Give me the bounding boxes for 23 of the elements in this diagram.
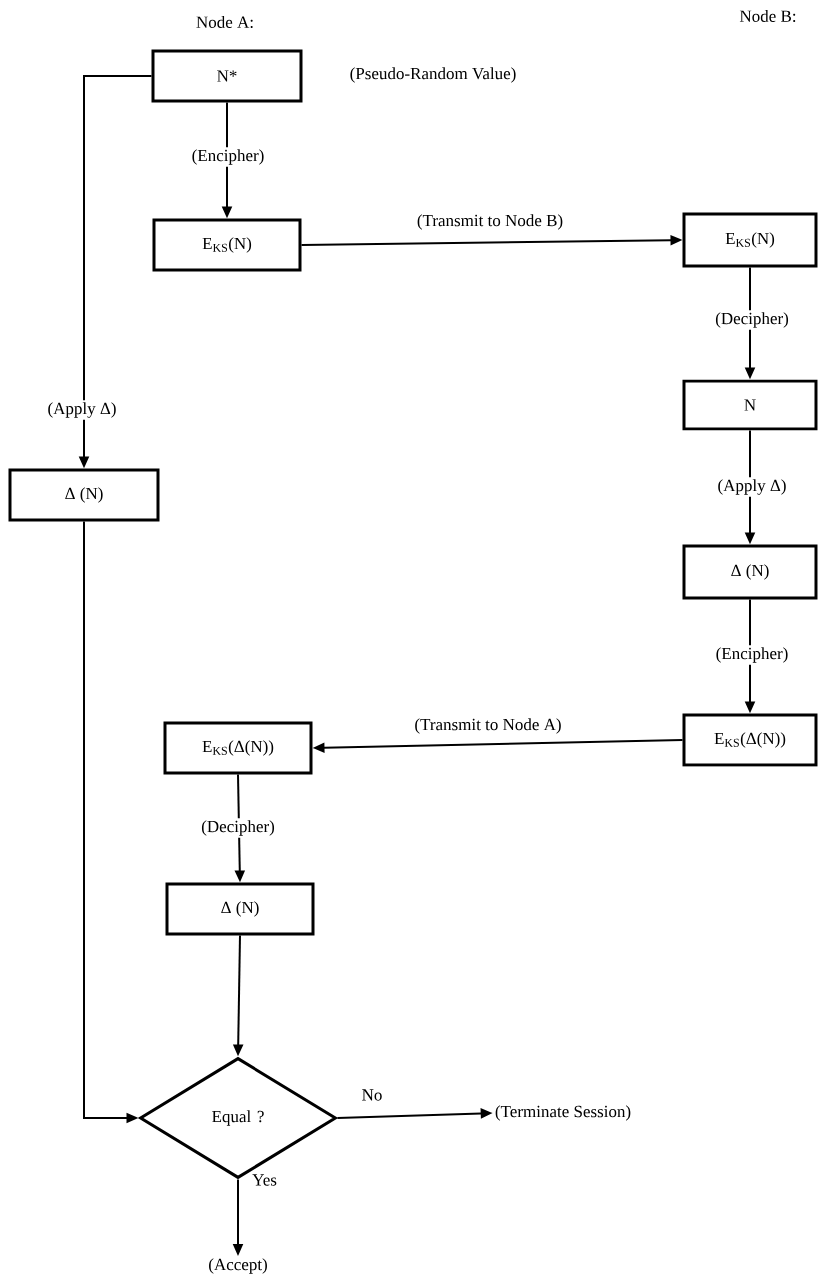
process-box: E$_{KS}$(Δ(N)) [682, 713, 818, 767]
edge-label: (Decipher) [199, 818, 277, 838]
edge-label: (Decipher) [713, 310, 791, 330]
process-box: E$_{KS}$(Δ(N)) [163, 721, 313, 775]
process-box: N [682, 379, 818, 431]
edge-label: (Transmit to Node A) [415, 718, 561, 734]
end-text: (Terminate Session) [495, 1105, 631, 1121]
edge-label: (Encipher) [189, 147, 267, 167]
edge-label: (Apply Δ) [45, 400, 119, 420]
edge-label: No [362, 1089, 382, 1101]
process-box: E$_{KS}$(N) [682, 212, 818, 268]
edge-label: (Apply Δ) [715, 477, 789, 497]
heading-text: Node B: [739, 10, 796, 22]
process-box: Δ (N) [8, 468, 160, 522]
process-box: Δ (N) [165, 882, 315, 936]
process-box: N* [151, 49, 303, 103]
process-box: E$_{KS}$(N) [152, 218, 302, 272]
note-text: (Pseudo-Random Value) [350, 67, 516, 83]
edge-label: (Encipher) [713, 645, 791, 665]
heading-text: Node A: [196, 16, 253, 28]
process-box: Δ (N) [682, 544, 818, 600]
end-text: (Accept) [209, 1258, 267, 1274]
edge-label: (Transmit to Node B) [417, 214, 563, 230]
